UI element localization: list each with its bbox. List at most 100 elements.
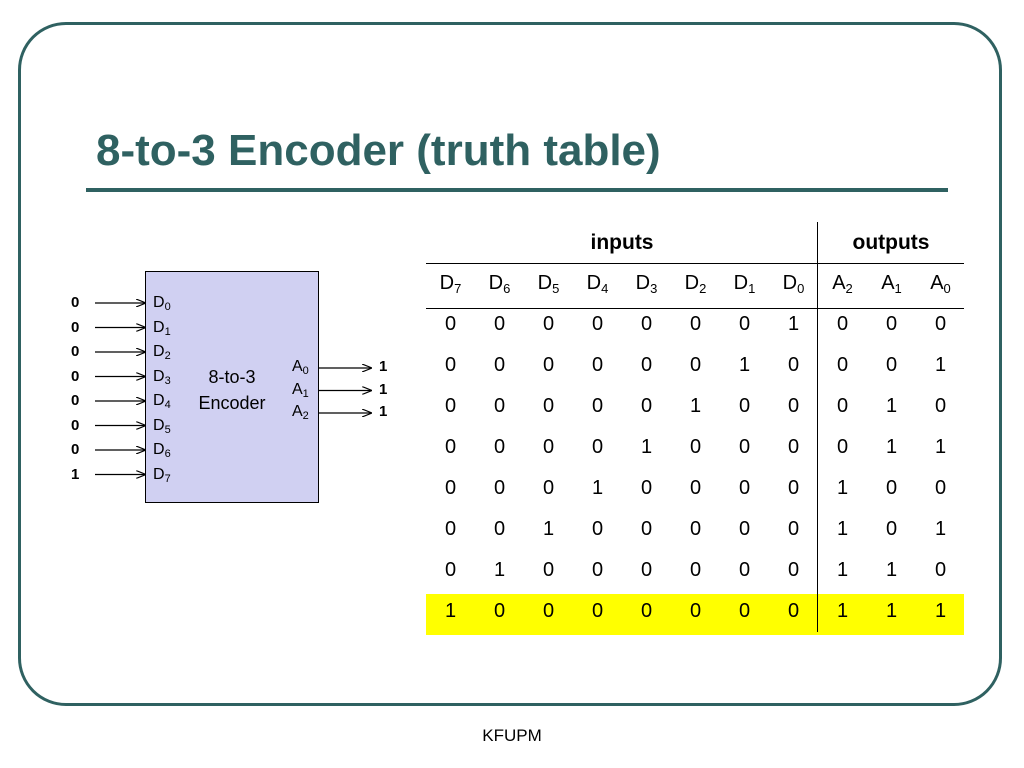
- table-cell: 1: [836, 518, 849, 540]
- table-cell: 0: [689, 354, 702, 376]
- table-cell: 0: [787, 477, 800, 499]
- table-cell: 0: [836, 436, 849, 458]
- table-cell: 0: [787, 559, 800, 581]
- input-value: 0: [71, 367, 80, 385]
- table-cell: 0: [640, 559, 653, 581]
- table-cell: 0: [885, 477, 898, 499]
- column-header: A2: [832, 272, 853, 296]
- inputs-header: inputs: [590, 231, 654, 254]
- table-cell: 0: [542, 559, 555, 581]
- input-pin-label: D2: [153, 343, 171, 362]
- input-pin-label: D3: [153, 367, 171, 387]
- table-cell: 0: [738, 436, 751, 458]
- table-cell: 0: [591, 518, 604, 540]
- table-cell: 1: [738, 354, 751, 376]
- table-cell: 0: [640, 395, 653, 417]
- input-pin-label: D0: [153, 294, 171, 313]
- output-value: 1: [379, 403, 388, 420]
- output-pin-label: A1: [292, 380, 309, 400]
- input-value: 0: [71, 294, 80, 311]
- table-cell: 0: [738, 559, 751, 581]
- io-separator: [817, 222, 818, 632]
- slide-frame: [18, 22, 1002, 706]
- table-cell: 0: [738, 518, 751, 540]
- output-value: 1: [379, 358, 388, 375]
- slide-title: 8-to-3 Encoder (truth table): [96, 126, 661, 175]
- column-header: A1: [881, 272, 902, 296]
- table-cell: 0: [738, 395, 751, 417]
- column-header: A0: [930, 272, 951, 296]
- table-cell: 0: [493, 600, 506, 622]
- column-header: D4: [586, 272, 609, 296]
- table-cell: 0: [591, 559, 604, 581]
- table-cell: 0: [444, 395, 457, 417]
- table-cell: 0: [885, 313, 898, 335]
- table-cell: 1: [836, 477, 849, 499]
- input-value: 0: [71, 343, 80, 360]
- table-cell: 0: [444, 559, 457, 581]
- table-cell: 0: [493, 395, 506, 417]
- table-cell: 1: [787, 313, 800, 335]
- column-header: D3: [635, 272, 658, 296]
- table-cell: 0: [787, 395, 800, 417]
- table-cell: 0: [787, 354, 800, 376]
- table-cell: 1: [934, 600, 947, 622]
- header-divider: [426, 263, 964, 264]
- table-cell: 0: [640, 600, 653, 622]
- table-cell: 0: [542, 436, 555, 458]
- table-cell: 0: [689, 436, 702, 458]
- table-cell: 0: [689, 477, 702, 499]
- table-cell: 0: [689, 559, 702, 581]
- output-pin-label: A0: [292, 358, 309, 377]
- encoder-label: 8-to-3 Encoder: [183, 364, 281, 416]
- table-cell: 1: [934, 518, 947, 540]
- table-cell: 0: [689, 600, 702, 622]
- table-cell: 0: [738, 313, 751, 335]
- input-pin-label: D1: [153, 318, 171, 338]
- table-cell: 0: [493, 436, 506, 458]
- input-value: 0: [71, 441, 80, 458]
- table-cell: 1: [493, 559, 506, 581]
- table-cell: 0: [836, 313, 849, 335]
- table-cell: 0: [591, 436, 604, 458]
- table-cell: 0: [738, 600, 751, 622]
- highlighted-row: [426, 594, 964, 635]
- column-header: D6: [488, 272, 511, 296]
- table-cell: 0: [836, 395, 849, 417]
- column-header: D7: [439, 272, 462, 296]
- table-cell: 0: [493, 477, 506, 499]
- table-cell: 1: [444, 600, 457, 622]
- table-cell: 1: [934, 436, 947, 458]
- table-cell: 0: [542, 313, 555, 335]
- input-value: 1: [71, 465, 80, 483]
- table-cell: 0: [934, 395, 947, 417]
- column-header: D5: [537, 272, 560, 296]
- table-cell: 1: [885, 600, 898, 622]
- table-cell: 0: [444, 477, 457, 499]
- table-cell: 0: [444, 354, 457, 376]
- table-cell: 0: [787, 518, 800, 540]
- table-cell: 0: [689, 518, 702, 540]
- input-pin-label: D7: [153, 465, 171, 485]
- table-cell: 0: [591, 600, 604, 622]
- table-cell: 0: [934, 477, 947, 499]
- table-cell: 0: [934, 559, 947, 581]
- table-cell: 0: [542, 354, 555, 376]
- column-header: D1: [733, 272, 756, 296]
- input-pin-label: D4: [153, 392, 171, 411]
- table-cell: 0: [444, 518, 457, 540]
- table-cell: 1: [885, 395, 898, 417]
- table-cell: 0: [542, 395, 555, 417]
- table-cell: 0: [738, 477, 751, 499]
- table-cell: 0: [591, 395, 604, 417]
- table-cell: 1: [885, 559, 898, 581]
- table-cell: 0: [689, 313, 702, 335]
- table-cell: 0: [493, 313, 506, 335]
- table-cell: 0: [444, 436, 457, 458]
- table-cell: 0: [493, 354, 506, 376]
- table-cell: 1: [640, 436, 653, 458]
- title-underline: [86, 188, 948, 192]
- input-pin-label: D6: [153, 441, 171, 460]
- table-cell: 0: [640, 477, 653, 499]
